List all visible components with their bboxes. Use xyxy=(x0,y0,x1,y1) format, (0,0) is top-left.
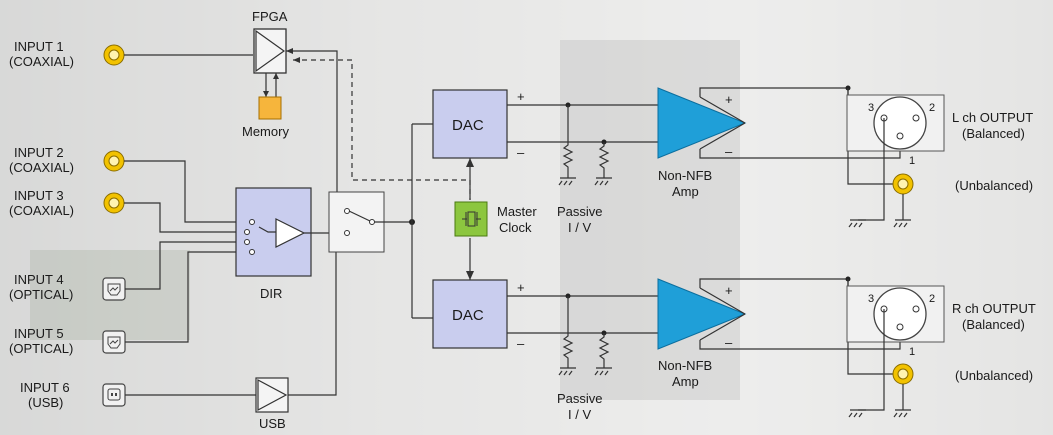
input-4-type: (OPTICAL) xyxy=(9,287,73,302)
usb-label: USB xyxy=(259,416,286,431)
clock-dashed-line xyxy=(293,59,471,200)
top-channel-wiring: + – Passive I / V xyxy=(507,89,658,235)
l-gnd-sym xyxy=(848,219,866,228)
input-2-name: INPUT 2 xyxy=(14,145,64,160)
r-xlr-connector-icon: 3 2 1 xyxy=(846,285,945,358)
l-rca-icon xyxy=(892,173,914,195)
l-output-unbalanced: (Unbalanced) xyxy=(955,178,1033,193)
r-rca-gnd xyxy=(893,384,911,418)
top-amp-plus: + xyxy=(725,92,733,107)
l-gnd xyxy=(858,118,885,221)
bottom-minus: – xyxy=(517,336,525,351)
dac-bottom-label: DAC xyxy=(452,307,484,324)
rca-jack-icon xyxy=(103,192,125,214)
input-1-name: INPUT 1 xyxy=(14,39,64,54)
l-rca-gnd xyxy=(893,194,911,228)
dir-label: DIR xyxy=(260,286,282,301)
bottom-plus: + xyxy=(517,280,525,295)
r-pin2: 2 xyxy=(929,293,935,305)
memory-block: Memory xyxy=(242,96,289,139)
r-gnd-sym xyxy=(848,409,866,418)
bottom-passive-line2: I / V xyxy=(568,407,591,422)
dac-bottom: DAC xyxy=(432,279,508,349)
master-clock-line1: Master xyxy=(497,204,537,219)
fpga-label: FPGA xyxy=(252,9,288,24)
clock-dashed-arrow xyxy=(293,57,300,63)
top-amp-line1: Non-NFB xyxy=(658,168,712,183)
input-4-name: INPUT 4 xyxy=(14,272,64,287)
l-pin2: 2 xyxy=(929,102,935,114)
input-6: INPUT 6 (USB) xyxy=(20,380,126,410)
l-pin1: 1 xyxy=(909,155,915,167)
input-3: INPUT 3 (COAXIAL) xyxy=(9,188,125,218)
r-output-title: R ch OUTPUT xyxy=(952,301,1036,316)
bottom-amp: + – Non-NFB Amp xyxy=(657,278,747,389)
usb-block: USB xyxy=(255,377,289,431)
top-amp-minus-out xyxy=(699,149,901,159)
memory-label: Memory xyxy=(242,124,289,139)
r-output-unbalanced: (Unbalanced) xyxy=(955,368,1033,383)
l-output-title: L ch OUTPUT xyxy=(952,110,1033,125)
input-2-type: (COAXIAL) xyxy=(9,160,74,175)
transformer-shadow xyxy=(560,40,740,400)
bottom-amp-minus-out xyxy=(699,340,901,350)
bottom-amp-line2: Amp xyxy=(672,374,699,389)
usb-port-icon xyxy=(102,383,126,407)
bottom-amp-line1: Non-NFB xyxy=(658,358,712,373)
l-output-balanced: (Balanced) xyxy=(962,126,1025,141)
top-minus: – xyxy=(517,145,525,160)
input-1-type: (COAXIAL) xyxy=(9,54,74,69)
bottom-amp-minus: – xyxy=(725,335,733,350)
input-3-name: INPUT 3 xyxy=(14,188,64,203)
master-clock: Master Clock xyxy=(454,158,537,280)
top-amp: + – Non-NFB Amp xyxy=(657,87,747,199)
dac-top-label: DAC xyxy=(452,117,484,134)
memory-arrow-down xyxy=(263,91,269,97)
optical-port-icon xyxy=(102,277,126,301)
bottom-amp-plus: + xyxy=(725,283,733,298)
r-gnd xyxy=(858,309,885,411)
top-amp-minus: – xyxy=(725,144,733,159)
input-5-name: INPUT 5 xyxy=(14,326,64,341)
r-pin1: 1 xyxy=(909,346,915,358)
bottom-passive-line1: Passive xyxy=(557,391,603,406)
top-passive-line2: I / V xyxy=(568,220,591,235)
r-rca-icon xyxy=(892,363,914,385)
dac-top: DAC xyxy=(432,89,508,159)
input-6-type: (USB) xyxy=(28,395,63,410)
optical-port-icon xyxy=(102,330,126,354)
top-passive-line1: Passive xyxy=(557,204,603,219)
r-output-balanced: (Balanced) xyxy=(962,317,1025,332)
l-pin3: 3 xyxy=(868,102,874,114)
rca-jack-icon xyxy=(103,44,125,66)
input-2: INPUT 2 (COAXIAL) xyxy=(9,145,125,175)
input-wires xyxy=(124,54,256,396)
l-xlr-connector-icon: 3 2 1 xyxy=(846,94,945,167)
dir-block: DIR xyxy=(235,187,312,301)
input-3-type: (COAXIAL) xyxy=(9,203,74,218)
top-amp-line2: Amp xyxy=(672,184,699,199)
rca-jack-icon xyxy=(103,150,125,172)
input-5: INPUT 5 (OPTICAL) xyxy=(9,326,126,356)
input-5-type: (OPTICAL) xyxy=(9,341,73,356)
memory-arrow-up xyxy=(273,73,279,79)
fpga-block: FPGA xyxy=(252,9,288,74)
fpga-to-switch xyxy=(286,50,338,200)
input-4: INPUT 4 (OPTICAL) xyxy=(9,272,126,302)
bottom-channel-wiring: + – Passive I / V xyxy=(507,280,658,422)
top-plus: + xyxy=(517,89,525,104)
r-pin3: 3 xyxy=(868,293,874,305)
master-clock-line2: Clock xyxy=(499,220,532,235)
input-6-name: INPUT 6 xyxy=(20,380,70,395)
fpga-feedback-arrow xyxy=(286,48,293,54)
